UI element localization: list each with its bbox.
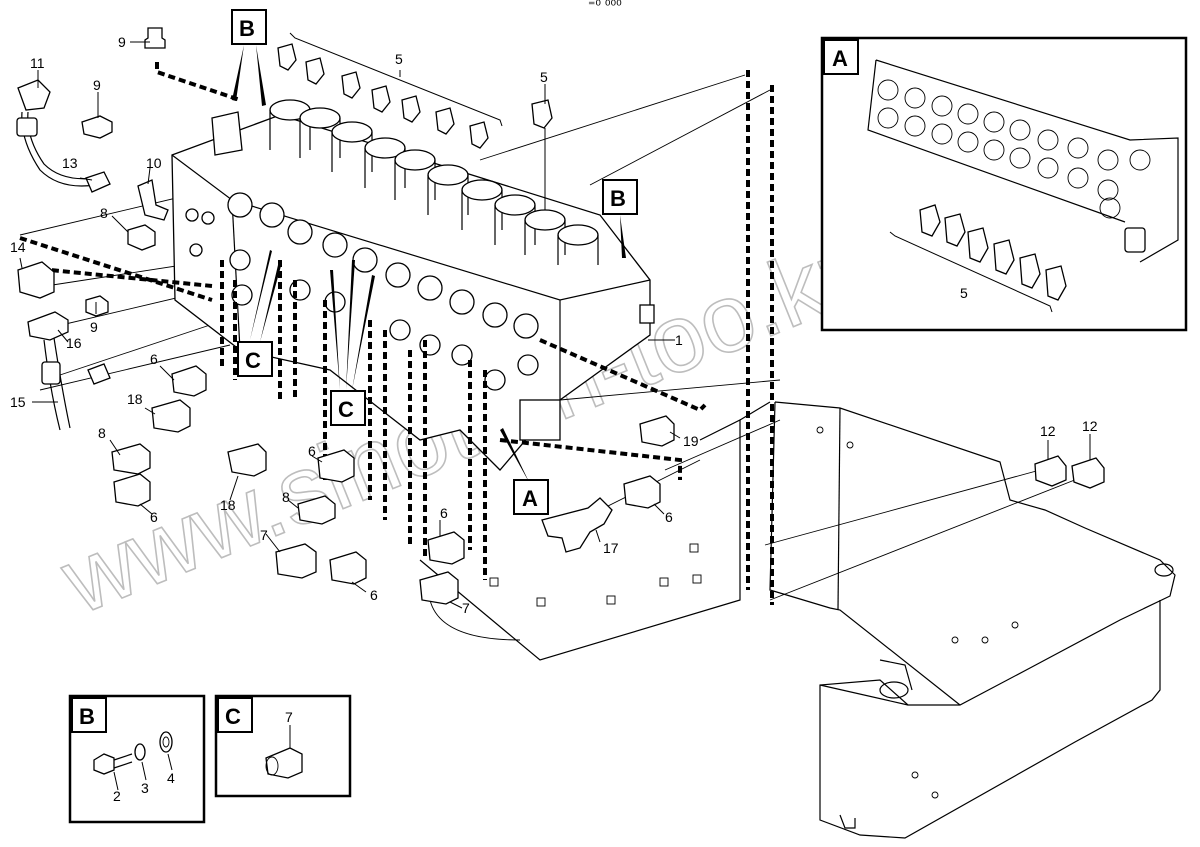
svg-text:B: B bbox=[79, 704, 95, 729]
callout-8: 8 bbox=[98, 425, 106, 441]
solenoid-row bbox=[211, 99, 599, 265]
detail-label-a-main: A bbox=[513, 479, 549, 515]
svg-text:A: A bbox=[832, 46, 848, 71]
detail-label-b-top: B bbox=[231, 9, 267, 45]
callout-numbers: 9 11 9 5 5 13 10 8 14 9 16 1 6 15 18 8 1… bbox=[10, 34, 1098, 616]
callout-12: 12 bbox=[1082, 418, 1098, 434]
svg-text:C: C bbox=[225, 704, 241, 729]
fittings bbox=[16, 27, 1105, 605]
callout-5: 5 bbox=[540, 69, 548, 85]
callout-6: 6 bbox=[150, 509, 158, 525]
control-valve-block bbox=[171, 99, 655, 471]
detail-inset-a: A 5 bbox=[820, 36, 1188, 332]
callout-16: 16 bbox=[66, 335, 82, 351]
callout-8: 8 bbox=[282, 489, 290, 505]
detail-pointers bbox=[232, 45, 626, 484]
document-code: ⁼⁰ ⁰⁰⁰ bbox=[588, 0, 622, 13]
svg-text:C: C bbox=[338, 397, 354, 422]
svg-text:B: B bbox=[239, 16, 255, 41]
callout-5: 5 bbox=[395, 51, 403, 67]
callout-14: 14 bbox=[10, 239, 26, 255]
connection-dashes bbox=[19, 62, 774, 605]
mounting-frame bbox=[419, 401, 1176, 839]
callout-5-inset: 5 bbox=[960, 285, 968, 301]
svg-text:B: B bbox=[610, 186, 626, 211]
callout-17: 17 bbox=[603, 540, 619, 556]
callout-6: 6 bbox=[440, 505, 448, 521]
callout-9: 9 bbox=[118, 34, 126, 50]
callout-6: 6 bbox=[370, 587, 378, 603]
callout-9: 9 bbox=[93, 77, 101, 93]
callout-18: 18 bbox=[220, 497, 236, 513]
callout-11: 11 bbox=[30, 55, 45, 71]
svg-text:C: C bbox=[245, 348, 261, 373]
callout-4: 4 bbox=[167, 770, 175, 786]
callout-7: 7 bbox=[462, 600, 470, 616]
detail-box-b: B 2 3 4 bbox=[68, 694, 206, 824]
callout-8: 8 bbox=[100, 205, 108, 221]
callout-2: 2 bbox=[113, 788, 121, 804]
callout-6: 6 bbox=[150, 351, 158, 367]
callout-7: 7 bbox=[285, 709, 293, 725]
callout-15: 15 bbox=[10, 394, 26, 410]
callout-9: 9 bbox=[90, 319, 98, 335]
callout-10: 10 bbox=[146, 155, 162, 171]
detail-label-c-left: C bbox=[237, 341, 273, 377]
callout-3: 3 bbox=[141, 780, 149, 796]
callout-7: 7 bbox=[260, 527, 268, 543]
callout-6: 6 bbox=[308, 443, 316, 459]
routing-lines bbox=[19, 74, 1101, 641]
detail-label-b-right: B bbox=[602, 179, 638, 215]
leader-lines bbox=[19, 32, 1091, 609]
callout-6: 6 bbox=[665, 509, 673, 525]
callout-18: 18 bbox=[127, 391, 143, 407]
callout-13: 13 bbox=[62, 155, 78, 171]
callout-19: 19 bbox=[683, 433, 699, 449]
detail-label-c-mid: C bbox=[330, 390, 366, 426]
callout-12: 12 bbox=[1040, 423, 1056, 439]
detail-box-c: C 7 bbox=[214, 694, 352, 798]
svg-text:A: A bbox=[522, 486, 538, 511]
callout-1: 1 bbox=[675, 332, 683, 348]
